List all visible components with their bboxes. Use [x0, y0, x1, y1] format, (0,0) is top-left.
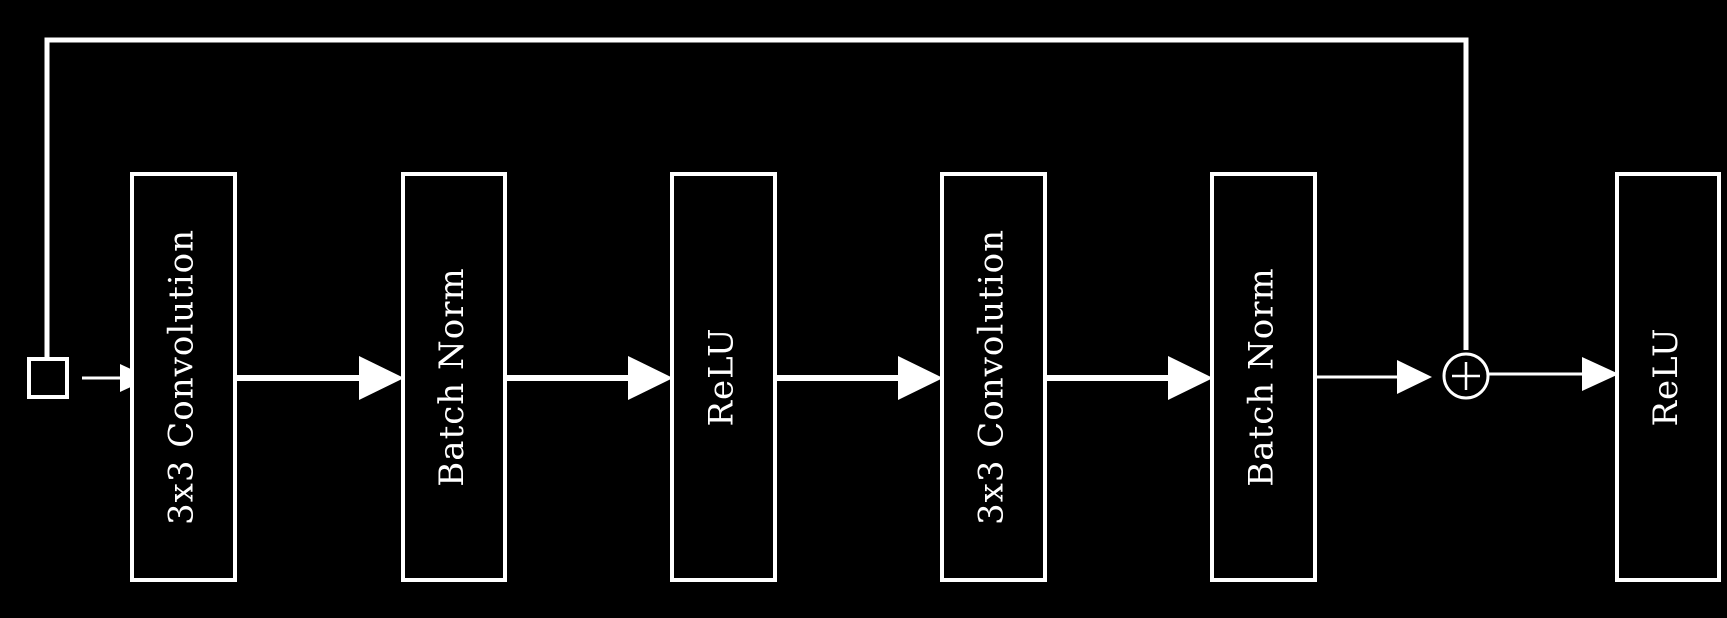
arrowhead-add-to-relu2 [1582, 357, 1619, 391]
block-conv1: 3x3 Convolution [130, 172, 237, 582]
block-conv2: 3x3 Convolution [940, 172, 1047, 582]
block-label-relu2: ReLU [1646, 327, 1686, 426]
block-label-bn2: Batch Norm [1242, 267, 1282, 486]
block-label-conv2: 3x3 Convolution [972, 229, 1012, 525]
block-bn2: Batch Norm [1210, 172, 1317, 582]
arrowhead-bn2-to-add [1397, 360, 1432, 394]
circled-plus-icon [1442, 352, 1490, 400]
block-relu2: ReLU [1615, 172, 1721, 582]
arrowhead-bn1-to-relu1 [628, 356, 673, 400]
block-label-relu1: ReLU [702, 327, 742, 426]
arrowhead-conv1-to-bn1 [359, 356, 404, 400]
input-node-icon [27, 357, 69, 399]
block-bn1: Batch Norm [401, 172, 507, 582]
skip-connection-line [44, 37, 1469, 360]
arrowhead-relu1-to-conv2 [898, 356, 943, 400]
block-relu1: ReLU [670, 172, 777, 582]
block-label-conv1: 3x3 Convolution [162, 229, 202, 525]
arrowhead-conv2-to-bn2 [1168, 356, 1213, 400]
block-label-bn1: Batch Norm [432, 267, 472, 486]
